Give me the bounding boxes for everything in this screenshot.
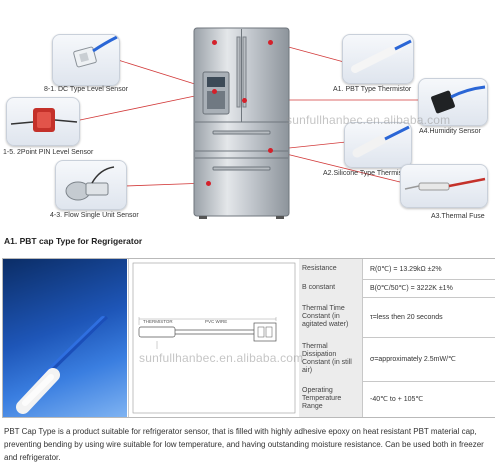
- spec-key: Thermal Time Constant (in agitated water…: [299, 297, 363, 337]
- silicone-thermistor-thumb: [344, 122, 412, 168]
- spec-row: Operating Temperature Range -40℃ to + 10…: [299, 381, 495, 417]
- spec-value: -40℃ to + 105℃: [370, 396, 424, 403]
- watermark: sunfullhanbec.en.alibaba.com: [139, 351, 304, 365]
- dc-level-sensor-thumb: [52, 34, 120, 86]
- diagram-label-wire: PVC WIRE: [205, 319, 228, 324]
- sensor-location-dot: [212, 40, 217, 45]
- spec-value: τ=less then 20 seconds: [370, 313, 443, 321]
- sensor-location-dot: [206, 181, 211, 186]
- flow-single-unit-sensor-thumb: [55, 160, 127, 210]
- spec-row: Thermal Time Constant (in agitated water…: [299, 297, 495, 338]
- dimension-diagram: THERMISTOR PVC WIRE: [128, 259, 300, 417]
- callout-thermal-fuse: A3.Thermal Fuse: [431, 213, 485, 220]
- sensor-location-dot: [212, 89, 217, 94]
- product-photo: [3, 259, 127, 417]
- callout-pbt-thermistor: A1. PBT Type Thermistor: [333, 86, 412, 93]
- callout-two-pin-level-sensor: 1-5. 2Point PIN Level Sensor: [3, 149, 94, 156]
- diagram-label-thermistor: THERMISTOR: [143, 319, 173, 324]
- spec-row: B constant B(0℃/50℃) = 3222K ±1%: [299, 279, 495, 298]
- spec-key: Thermal Dissipation Constant (in still a…: [299, 337, 363, 381]
- sensor-location-dot: [268, 148, 273, 153]
- callout-humidity-sensor: A4.Humidity Sensor: [419, 128, 481, 135]
- humidity-sensor-thumb: [418, 78, 488, 126]
- product-description: PBT Cap Type is a product suitable for r…: [4, 427, 484, 462]
- spec-table: THERMISTOR PVC WIRE Resistance R(0℃) = 1…: [2, 258, 495, 418]
- refrigerator-illustration: [193, 27, 290, 219]
- thermal-fuse-thumb: [400, 164, 488, 208]
- spec-row: Thermal Dissipation Constant (in still a…: [299, 337, 495, 382]
- spec-value: B(0℃/50℃) = 3222K ±1%: [370, 285, 453, 292]
- two-pin-level-sensor-thumb: [6, 97, 80, 146]
- spec-properties: Resistance R(0℃) = 13.29kΩ ±2% B constan…: [299, 259, 495, 417]
- pbt-thermistor-thumb: [342, 34, 414, 84]
- callout-dc-level-sensor: 8-1. DC Type Level Sensor: [44, 86, 128, 93]
- spec-value: R(0℃) = 13.29kΩ ±2%: [370, 266, 442, 273]
- spec-key: Resistance: [299, 259, 363, 279]
- spec-key: Operating Temperature Range: [299, 381, 363, 417]
- callout-silicone-thermistor: A2.Silicone Type Thermistor: [323, 170, 411, 177]
- callout-flow-single-unit-sensor: 4-3. Flow Single Unit Sensor: [50, 212, 139, 219]
- watermark: sunfullhanbec.en.alibaba.com: [286, 113, 451, 127]
- sensor-location-dot: [268, 40, 273, 45]
- sensor-location-dot: [242, 98, 247, 103]
- spec-value: σ=approximately 2.5mW/℃: [370, 356, 456, 363]
- spec-row: Resistance R(0℃) = 13.29kΩ ±2%: [299, 259, 495, 280]
- spec-key: B constant: [299, 279, 363, 297]
- section-title: A1. PBT cap Type for Regrigerator: [4, 236, 143, 246]
